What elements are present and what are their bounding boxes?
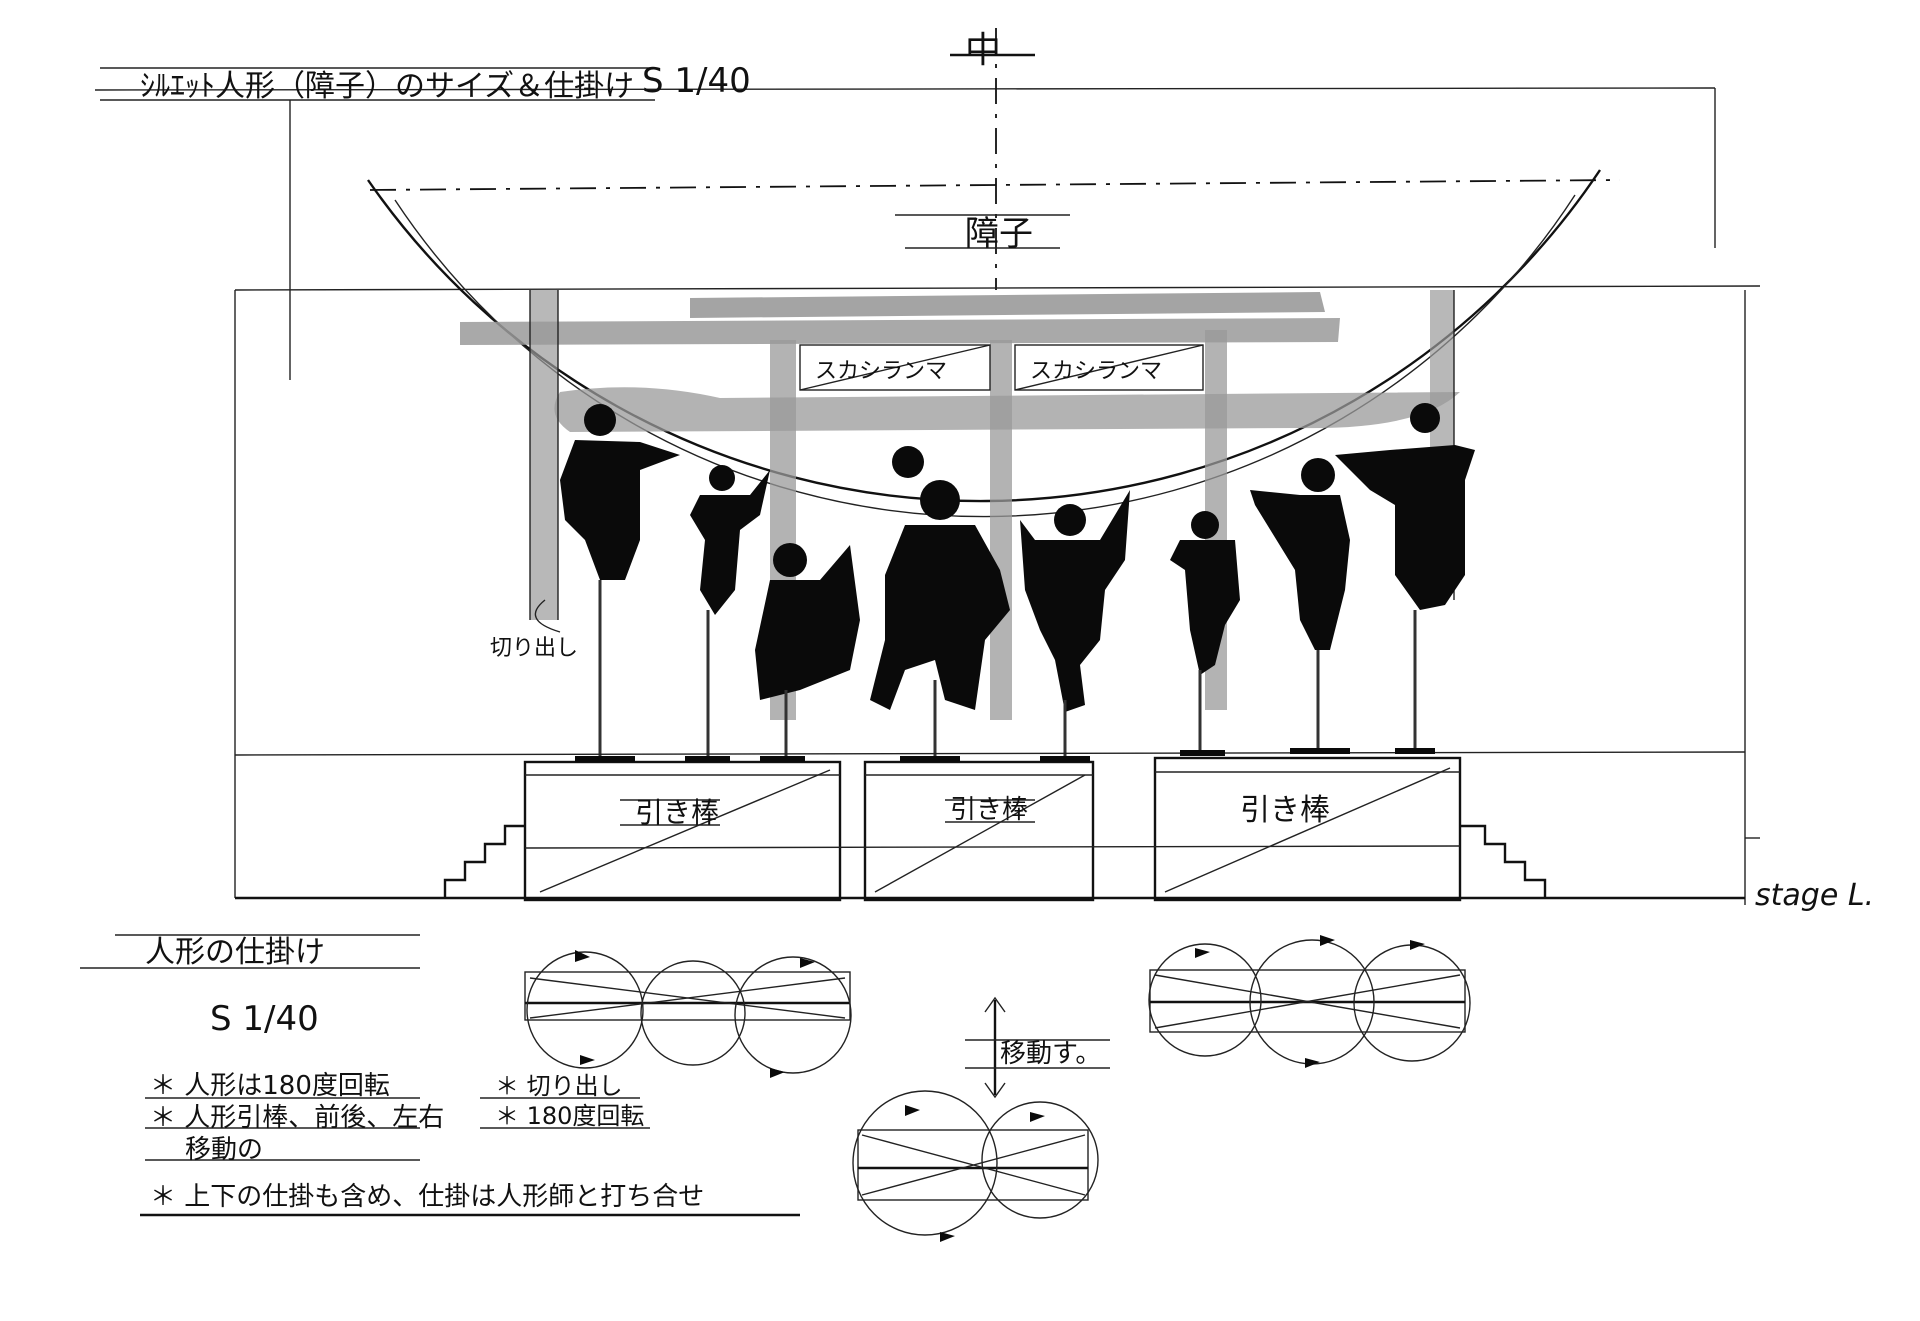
center-mark-label: 中	[965, 30, 1001, 71]
puppet-8	[1335, 403, 1475, 750]
puppet-6	[1170, 511, 1240, 755]
rotation-diagram-1	[524, 950, 852, 1078]
sheet-scale: S 1/40	[642, 61, 751, 101]
box-label-1: 引き棒	[635, 796, 719, 829]
move-label: 移動す。	[1000, 1039, 1101, 1069]
box-label-3: 引き棒	[1240, 793, 1330, 828]
window-label-right: スカシランマ	[1030, 359, 1162, 384]
architecture-wash: スカシランマ スカシランマ	[460, 290, 1460, 720]
silhouette-puppets: 切り出し	[490, 403, 1475, 760]
cutout-label: 切り出し	[490, 636, 578, 661]
note-4: ＊ 上下の仕掛も含め、仕掛は人形師と打ち合せ	[150, 1182, 704, 1212]
puppet-1	[560, 404, 680, 760]
center-line-mark: 中	[950, 28, 1035, 290]
mechanism-title: 人形の仕掛け	[145, 935, 325, 970]
proscenium-frame	[234, 88, 1761, 905]
note-right-2: ＊ 180度回転	[495, 1102, 644, 1130]
puppet-4	[870, 446, 1010, 760]
mechanism-scale: S 1/40	[210, 999, 319, 1039]
stage-platforms: 引き棒 引き棒 引き棒 stage L.	[234, 748, 1874, 913]
move-arrow: 移動す。	[965, 996, 1110, 1099]
note-3: 移動の	[185, 1135, 263, 1165]
mechanism-section: 人形の仕掛け S 1/40 ＊ 人形は180度回転 ＊ 人形引棒、前後、左右 移…	[80, 934, 800, 1217]
note-2: ＊ 人形引棒、前後、左右	[150, 1103, 444, 1133]
rotation-diagram-3	[852, 1090, 1099, 1242]
screen-label: 障子	[965, 214, 1033, 254]
note-right-1: ＊ 切り出し	[495, 1072, 623, 1100]
note-1: ＊ 人形は180度回転	[150, 1071, 390, 1101]
puppet-7	[1250, 458, 1350, 750]
title-block: ｼﾙｴｯﾄ人形（障子）のサイズ＆仕掛け S 1/40	[94, 61, 1716, 104]
puppet-3	[755, 543, 860, 760]
stage-label: stage L.	[1755, 878, 1874, 913]
window-label-left: スカシランマ	[815, 359, 947, 384]
puppet-5	[1020, 490, 1130, 760]
sheet-title: ｼﾙｴｯﾄ人形（障子）のサイズ＆仕掛け	[140, 69, 634, 104]
puppet-2	[690, 465, 770, 760]
box-label-2: 引き棒	[950, 795, 1028, 825]
rotation-diagram-2	[1148, 935, 1471, 1068]
